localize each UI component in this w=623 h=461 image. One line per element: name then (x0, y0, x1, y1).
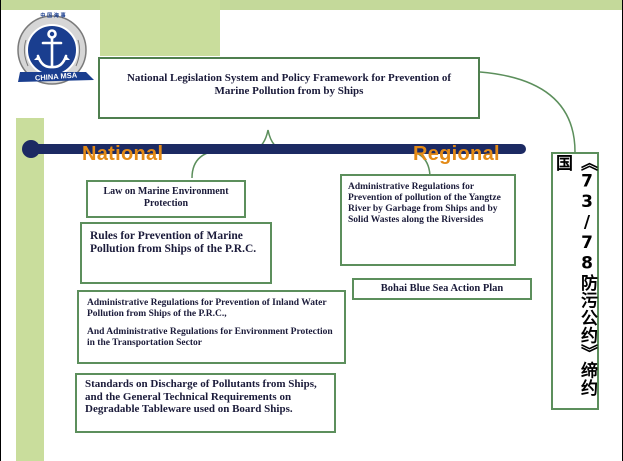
rules-prevention-box: Rules for Prevention of Marine Pollution… (80, 222, 272, 284)
title-to-convention-connector (479, 71, 576, 153)
top-accent-strip (0, 0, 623, 10)
bohai-action-plan-box: Bohai Blue Sea Action Plan (352, 278, 532, 300)
divider-bar (26, 144, 526, 154)
inland-water-regulations-box: Administrative Regulations for Preventio… (77, 290, 346, 364)
framework-title-box: National Legislation System and Policy F… (98, 57, 480, 119)
convention-party-text: 《73/78防污公约》缔约国 (552, 154, 597, 397)
yangtze-regulations-box: Administrative Regulations for Preventio… (340, 174, 516, 266)
china-msa-logo: 中 国 海 事 CHINA MSA (14, 10, 106, 90)
law-marine-environment-box: Law on Marine Environment Protection (86, 180, 246, 218)
discharge-standards-box: Standards on Discharge of Pollutants fro… (75, 373, 336, 433)
convention-party-box: 《73/78防污公约》缔约国 (551, 152, 599, 410)
green-accent-block-left (16, 118, 44, 461)
inland-regulations-text: Administrative Regulations for Preventio… (87, 298, 327, 319)
regional-label: Regional (413, 143, 500, 165)
national-regional-brace (191, 129, 431, 179)
national-label: National (82, 143, 164, 165)
green-accent-block-top (100, 0, 220, 56)
frame-border-left (0, 0, 1, 461)
logo-top-text: 中 国 海 事 (40, 13, 66, 19)
transportation-regulations-text: And Administrative Regulations for Envir… (87, 326, 333, 348)
